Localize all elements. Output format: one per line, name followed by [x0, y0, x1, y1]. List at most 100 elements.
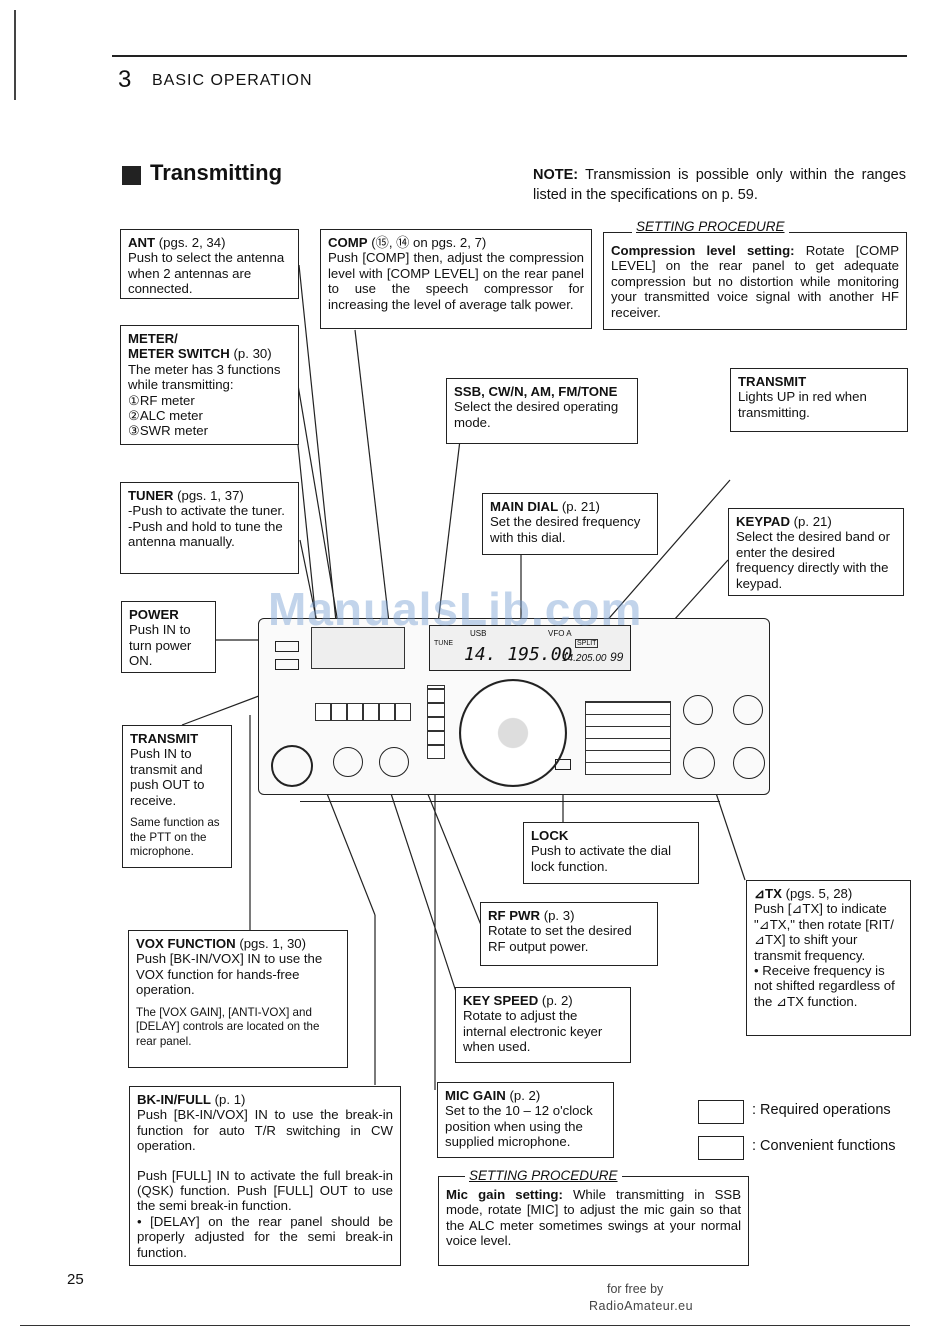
meter-item-3: ③SWR meter — [128, 423, 208, 439]
mic-gain-procedure-label: SETTING PROCEDURE — [465, 1168, 622, 1183]
vox-note: The [VOX GAIN], [ANTI-VOX] and [DELAY] c… — [136, 1005, 320, 1048]
power-body: Push IN to turn power ON. — [129, 622, 192, 669]
callout-key-speed: KEY SPEED (p. 2) Rotate to adjust the in… — [455, 987, 631, 1063]
callout-ant: ANT (pgs. 2, 34) Push to select the ante… — [120, 229, 299, 299]
callout-meter: METER/ METER SWITCH (p. 30) The meter ha… — [120, 325, 299, 445]
radio-front-panel: TUNE USB VFO A SPLIT 14. 195.00 14.205.0… — [258, 618, 770, 795]
lcd-tune: TUNE — [434, 640, 454, 647]
page-number: 25 — [67, 1271, 84, 1288]
chapter-title: BASIC OPERATION — [152, 72, 313, 89]
keypad[interactable] — [585, 701, 671, 775]
tuner-ref: (pgs. 1, 37) — [177, 488, 244, 503]
note-text: Transmission is possible only within the… — [533, 167, 906, 203]
comp-title: COMP — [328, 235, 368, 250]
meter-ref: (p. 30) — [233, 346, 272, 362]
vox-ref: (pgs. 1, 30) — [239, 936, 307, 951]
footer-credit-1: for free by — [607, 1282, 664, 1296]
bkin-note: • [DELAY] on the rear panel should be pr… — [137, 1213, 393, 1260]
meter-display — [311, 627, 405, 669]
meter-item-1: ①RF meter — [128, 392, 195, 408]
transmit-switch-title: TRANSMIT — [130, 731, 199, 746]
lock-title: LOCK — [531, 828, 569, 843]
callout-keypad: KEYPAD (p. 21) Select the desired band o… — [728, 508, 904, 596]
compression-procedure-label: SETTING PROCEDURE — [632, 219, 789, 234]
mic-gain-ref: (p. 2) — [509, 1088, 541, 1103]
key-speed-ref: (p. 2) — [541, 993, 573, 1008]
mic-gain-title: MIC GAIN — [445, 1088, 506, 1103]
rit-knob[interactable] — [683, 747, 715, 779]
transmit-light-body: Lights UP in red when transmitting. — [738, 389, 867, 420]
mode-title: SSB, CW/N, AM, FM/TONE — [454, 384, 618, 399]
vox-body: Push [BK-IN/VOX] IN to use the VOX funct… — [136, 951, 323, 998]
main-dial-title: MAIN DIAL — [490, 499, 559, 514]
main-dial[interactable] — [459, 679, 567, 787]
bkin-body-1: Push [BK-IN/VOX] IN to use the break-in … — [137, 1107, 393, 1154]
section-marker-icon — [122, 166, 141, 185]
lcd-display: TUNE USB VFO A SPLIT 14. 195.00 14.205.0… — [429, 625, 631, 671]
keypad-ref: (p. 21) — [793, 514, 832, 529]
ant-title: ANT — [128, 235, 156, 250]
legend-convenient-label: : Convenient functions — [752, 1138, 896, 1154]
mode-buttons[interactable] — [427, 685, 445, 759]
radio-feet — [300, 793, 720, 802]
key-speed-title: KEY SPEED — [463, 993, 539, 1008]
tuner-body-2: -Push and hold to tune the antenna manua… — [128, 518, 283, 550]
transmit-switch-body: Push IN to transmit and push OUT to rece… — [130, 746, 205, 808]
main-dial-body: Set the desired frequency with this dial… — [490, 514, 641, 545]
legend-required-swatch — [698, 1100, 744, 1124]
watermark: ManualsLib.com — [268, 583, 643, 635]
vox-title: VOX FUNCTION — [136, 936, 236, 951]
lcd-vfo: VFO A — [548, 629, 572, 638]
transmit-button[interactable] — [275, 659, 299, 670]
dtx-note: • Receive frequency is not shifted regar… — [754, 963, 895, 1009]
top-rule — [112, 55, 907, 57]
meter-title2: METER SWITCH — [128, 346, 230, 362]
power-title: POWER — [129, 607, 179, 622]
rf-pwr-body: Rotate to set the desired RF output powe… — [488, 923, 632, 954]
keypad-body: Select the desired band or enter the des… — [736, 529, 890, 591]
callout-transmit-light: TRANSMIT Lights UP in red when transmitt… — [730, 368, 908, 432]
callout-power: POWER Push IN to turn power ON. — [121, 601, 216, 673]
lock-button[interactable] — [555, 759, 571, 770]
mode-body: Select the desired operating mode. — [454, 399, 619, 430]
meter-title: METER/ — [128, 331, 178, 346]
function-switches[interactable] — [315, 703, 411, 721]
lock-body: Push to activate the dial lock function. — [531, 843, 672, 874]
callout-dtx: ⊿TX (pgs. 5, 28) Push [⊿TX] to indicate … — [746, 880, 911, 1036]
dtx-title: ⊿TX — [754, 886, 782, 901]
mic-key-speed-knob[interactable] — [379, 747, 409, 777]
power-button[interactable] — [275, 641, 299, 652]
bkin-title: BK-IN/FULL — [137, 1092, 211, 1107]
comp-body: Push [COMP] then, adjust the compression… — [328, 250, 584, 312]
callout-bkin: BK-IN/FULL (p. 1) Push [BK-IN/VOX] IN to… — [129, 1086, 401, 1266]
chapter-number: 3 — [118, 66, 132, 93]
compression-body: Rotate [COMP LEVEL] on the rear panel to… — [611, 243, 899, 320]
legend-convenient-swatch — [698, 1136, 744, 1160]
rf-pwr-title: RF PWR — [488, 908, 541, 923]
setting-procedure-mic-gain: Mic gain setting: While transmitting in … — [438, 1176, 749, 1266]
ant-ref: (pgs. 2, 34) — [158, 235, 226, 250]
notch-knob[interactable] — [733, 747, 765, 779]
callout-mode: SSB, CW/N, AM, FM/TONE Select the desire… — [446, 378, 638, 444]
callout-main-dial: MAIN DIAL (p. 21) Set the desired freque… — [482, 493, 658, 555]
tuner-body-1: -Push to activate the tuner. — [128, 503, 285, 519]
callout-mic-gain: MIC GAIN (p. 2) Set to the 10 – 12 o'clo… — [437, 1082, 614, 1158]
pbt-knob[interactable] — [733, 695, 763, 725]
af-rf-knob[interactable] — [333, 747, 363, 777]
binding-mark — [14, 10, 16, 100]
compression-title: Compression level setting: — [611, 243, 795, 258]
callout-transmit-switch: TRANSMIT Push IN to transmit and push OU… — [122, 725, 232, 868]
callout-comp: COMP (⑮, ⑭ on pgs. 2, 7) Push [COMP] the… — [320, 229, 592, 329]
section-title: Transmitting — [150, 160, 283, 185]
callout-tuner: TUNER (pgs. 1, 37) -Push to activate the… — [120, 482, 299, 574]
rf-pwr-ref: (p. 3) — [543, 908, 575, 923]
microphone-connector[interactable] — [271, 745, 313, 787]
bkin-ref: (p. 1) — [214, 1092, 246, 1107]
lcd-mode: USB — [470, 629, 487, 638]
lcd-split: SPLIT — [575, 639, 599, 648]
note: NOTE: Transmission is possible only with… — [533, 165, 906, 205]
m-ch-knob[interactable] — [683, 695, 713, 725]
callout-vox: VOX FUNCTION (pgs. 1, 30) Push [BK-IN/VO… — [128, 930, 348, 1068]
key-speed-body: Rotate to adjust the internal electronic… — [463, 1008, 603, 1055]
bkin-body-2: Push [FULL] IN to activate the full brea… — [137, 1167, 393, 1214]
